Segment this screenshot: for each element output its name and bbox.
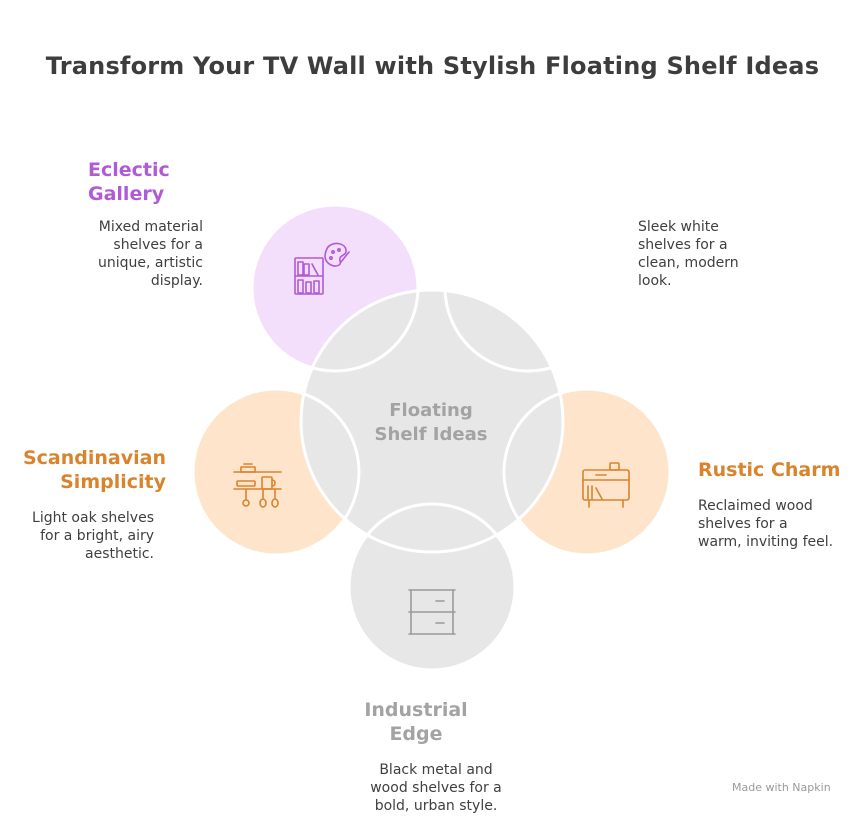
center-circle [299,288,565,554]
page-title: Transform Your TV Wall with Stylish Floa… [45,52,820,80]
rustic-charm-description: Reclaimed wood shelves for a warm, invit… [698,497,833,551]
kitchen-shelf-icon [233,463,282,508]
eclectic-gallery-heading-line1: Eclectic [88,159,170,181]
desc-line: unique, artistic [98,255,203,271]
center-label: Floating Shelf Ideas [351,399,511,447]
desc-line: clean, modern [638,255,739,271]
desc-line: wood shelves for a [370,780,502,796]
desc-line: shelves for a [113,237,203,253]
rustic-charm-heading: Rustic Charm [698,459,841,481]
drawer-cabinet-icon [408,589,456,635]
desc-line: look. [638,273,672,289]
desc-line: Black metal and [379,762,493,778]
center-label-line1: Floating [389,400,473,421]
desc-line: shelves for a [698,516,788,532]
cabinet-books-icon [582,462,630,508]
desc-line: bold, urban style. [374,798,498,814]
sleek-white-description: Sleek white shelves for a clean, modern … [638,218,739,290]
desc-line: warm, inviting feel. [698,534,834,550]
made-with-napkin-watermark: Made with Napkin [732,781,831,794]
eclectic-gallery-heading-line2: Gallery [88,183,165,205]
desc-line: Reclaimed wood [698,498,813,514]
bookshelf-palette-icon [294,242,350,295]
industrial-edge-heading: Industrial Edge [356,698,476,746]
desc-line: shelves for a [638,237,728,253]
overlap-arcs [191,203,672,672]
center-label-line2: Shelf Ideas [374,424,488,445]
scandinavian-heading-line2: Simplicity [60,471,166,493]
desc-line: Light oak shelves [32,510,154,526]
scandinavian-heading-line1: Scandinavian [22,447,166,469]
scandinavian-simplicity-description: Light oak shelves for a bright, airy aes… [32,509,154,563]
desc-line: for a bright, airy [40,528,154,544]
desc-line: Sleek white [638,219,719,235]
industrial-heading-line2: Edge [389,723,443,745]
eclectic-gallery-heading: Eclectic Gallery [88,158,170,206]
eclectic-gallery-description: Mixed material shelves for a unique, art… [98,218,203,290]
industrial-heading-line1: Industrial [364,699,468,721]
desc-line: display. [150,273,203,289]
desc-line: aesthetic. [85,546,154,562]
industrial-edge-description: Black metal and wood shelves for a bold,… [356,761,516,815]
scandinavian-simplicity-heading: Scandinavian Simplicity [23,446,166,494]
desc-line: Mixed material [98,219,203,235]
